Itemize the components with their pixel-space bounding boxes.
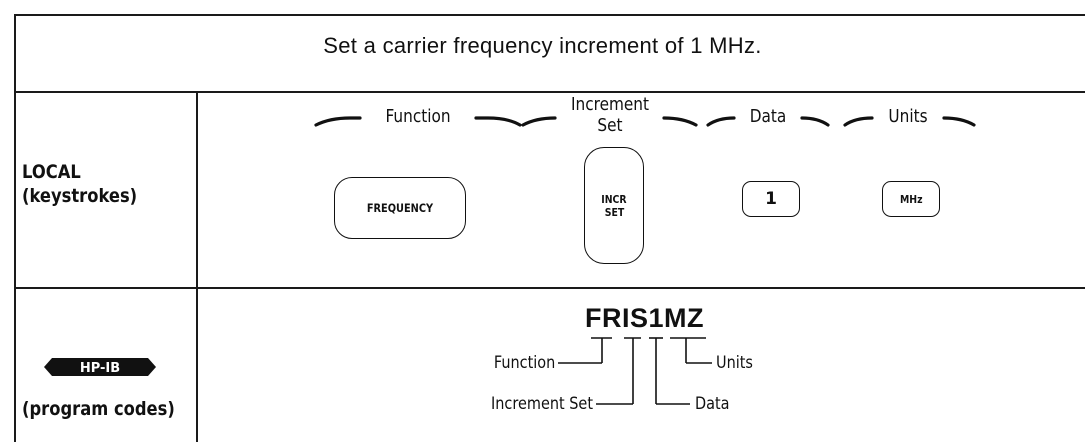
frame-column-divider (196, 91, 198, 442)
frequency-key[interactable]: FREQUENCY (334, 177, 466, 239)
code-label-units: Units (716, 353, 753, 373)
local-label-line1: LOCAL (22, 161, 81, 183)
program-code: FRIS1MZ (585, 303, 705, 333)
hpib-logo: HP-IB (44, 358, 156, 376)
hpib-logo-text: HP-IB (80, 361, 120, 376)
digit-1-key[interactable]: 1 (742, 181, 800, 217)
code-label-data: Data (695, 394, 730, 414)
mhz-key[interactable]: MHz (882, 181, 940, 217)
hpib-row-label: (program codes) (22, 398, 175, 420)
frequency-key-label: FREQUENCY (366, 201, 434, 215)
frame-left-border (14, 14, 16, 442)
frame-top-border (14, 14, 1085, 16)
frame-row-divider-2 (14, 287, 1085, 289)
header-units: Units (888, 106, 928, 127)
code-label-increment-set: Increment Set (491, 394, 593, 414)
header-increment-line2: Set (597, 115, 623, 136)
code-label-function: Function (493, 353, 555, 373)
local-row-label: LOCAL (keystrokes) (22, 160, 137, 208)
local-label-line2: (keystrokes) (22, 185, 138, 207)
page-title: Set a carrier frequency increment of 1 M… (323, 33, 762, 58)
mhz-key-label: MHz (899, 192, 923, 206)
incr-set-key-line1: INCR (601, 192, 627, 206)
frame-row-divider-1 (14, 91, 1085, 93)
incr-set-key[interactable]: INCR SET (584, 147, 644, 264)
header-function: Function (385, 106, 451, 127)
incr-set-key-line2: SET (604, 205, 624, 219)
header-increment-line1: Increment (570, 94, 650, 115)
digit-1-key-label: 1 (765, 189, 777, 209)
header-data: Data (749, 106, 787, 127)
